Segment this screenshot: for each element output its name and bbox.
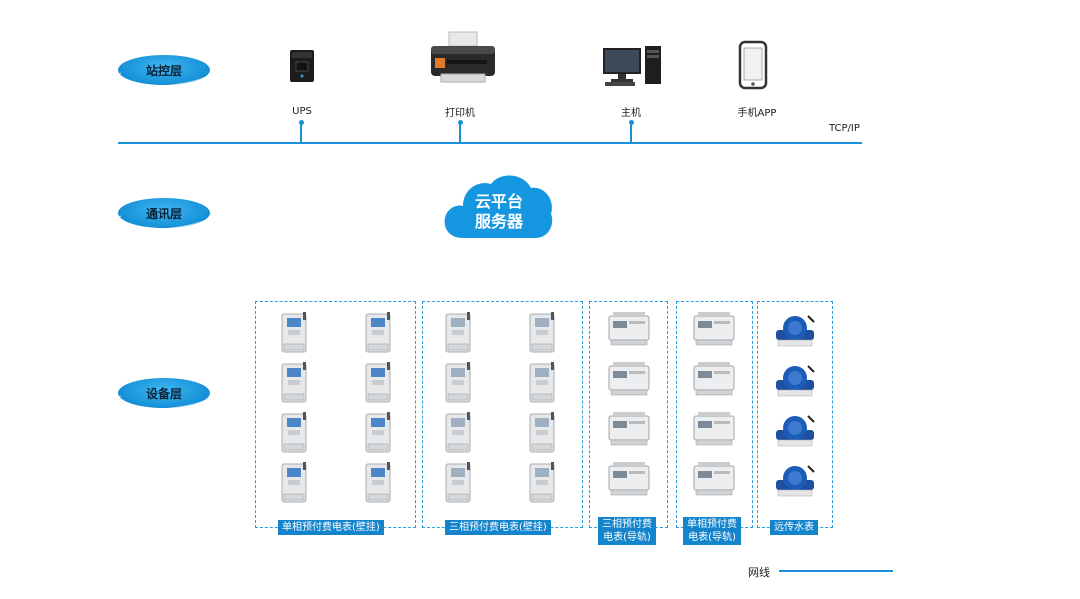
three-phase-rail-meter-icon [608,362,650,396]
cloud-server-label: 云平台 服务器 [443,192,555,232]
station-layer-badge: 站控层 [118,55,210,85]
ups-icon [290,50,314,82]
single-phase-rail-meter-icon [693,362,735,396]
cloud-icon [444,175,553,238]
ups-connector [300,122,302,142]
three-phase-wall-meter-icon [445,412,471,453]
three-phase-wall-meter-icon [529,462,555,503]
three-phase-wall-meter-icon [529,362,555,403]
three-phase-wall-meter-icon [445,362,471,403]
cloud-line2: 服务器 [474,212,523,231]
single-phase-wall-meter-icon [281,312,307,353]
group-label-single-phase-rail-line2: 电表(导轨) [688,532,736,543]
tcp-ip-label: TCP/IP [829,123,860,134]
single-phase-wall-meter-icon [281,362,307,403]
group-label-three-phase-rail-line2: 电表(导轨) [603,532,651,543]
three-phase-wall-meter-icon [445,312,471,353]
three-phase-rail-meter-icon [608,462,650,496]
printer-connector [459,122,461,142]
group-label-water-meter: 远传水表 [770,520,818,535]
three-phase-rail-meter-icon [608,412,650,446]
single-phase-wall-meter-icon [365,362,391,403]
host-connector-dot [629,120,634,125]
single-phase-wall-meter-icon [365,412,391,453]
single-phase-wall-meter-icon [365,312,391,353]
desktop-computer-icon [603,46,661,86]
remote-water-meter-icon [776,365,815,397]
host-label: 主机 [621,108,641,119]
single-phase-wall-meter-icon [365,462,391,503]
group-label-single-phase-wall: 单相预付费电表(壁挂) [278,520,384,535]
group-label-three-phase-rail-line1: 三相预付费 [602,519,652,530]
app-label: 手机APP [737,108,777,119]
single-phase-rail-meter-icon [693,462,735,496]
remote-water-meter-icon [776,315,815,347]
ups-label: UPS [292,106,312,117]
network-cable-line [779,570,893,572]
printer-icon [431,31,495,83]
single-phase-rail-meter-icon [693,312,735,346]
host-connector [630,122,632,142]
three-phase-wall-meter-icon [529,412,555,453]
remote-water-meter-icon [776,415,815,447]
single-phase-rail-meter-icon [693,412,735,446]
comm-layer-label: 通讯层 [145,206,182,221]
device-layer-badge: 设备层 [118,378,210,408]
three-phase-wall-meter-icon [445,462,471,503]
station-layer-label: 站控层 [145,63,182,78]
printer-label: 打印机 [445,108,475,119]
ups-connector-dot [299,120,304,125]
remote-water-meter-icon [776,465,815,497]
group-label-three-phase-wall: 三相预付费电表(壁挂) [445,520,551,535]
three-phase-wall-meter-icon [529,312,555,353]
cloud-line1: 云平台 [474,192,523,211]
device-layer-label: 设备层 [145,386,182,401]
group-label-single-phase-rail-line1: 单相预付费 [687,519,737,530]
single-phase-wall-meter-icon [281,412,307,453]
network-cable-label: 网线 [748,566,770,579]
single-phase-wall-meter-icon [281,462,307,503]
printer-connector-dot [458,120,463,125]
group-label-three-phase-rail: 三相预付费 电表(导轨) [598,517,656,545]
tcp-ip-bus-line [118,142,862,144]
three-phase-rail-meter-icon [608,312,650,346]
comm-layer-badge: 通讯层 [118,198,210,228]
group-label-single-phase-rail: 单相预付费 电表(导轨) [683,517,741,545]
smartphone-icon [738,40,768,90]
